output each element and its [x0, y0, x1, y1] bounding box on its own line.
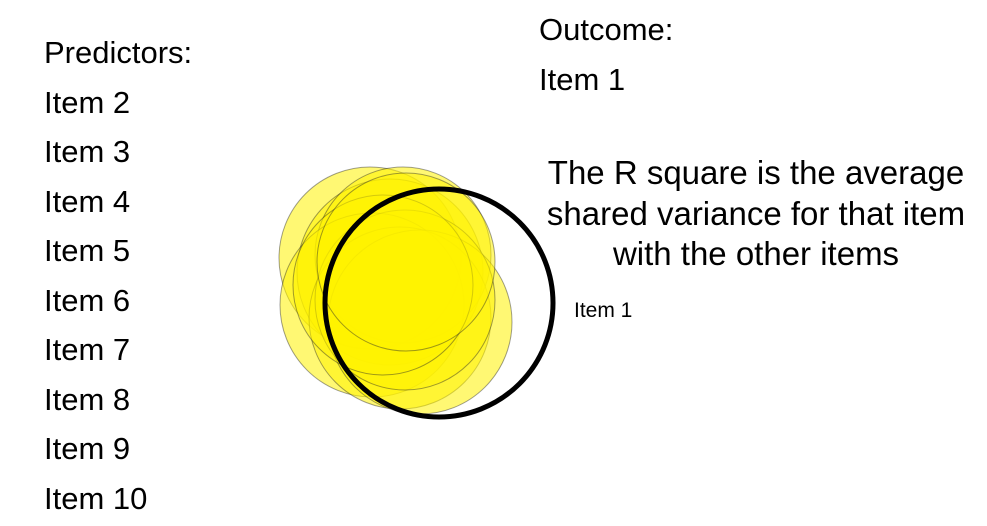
predictor-list: Item 2 Item 3 Item 4 Item 5 Item 6 Item …: [44, 78, 192, 524]
predictor-item: Item 2: [44, 84, 131, 120]
predictor-item: Item 6: [44, 282, 131, 318]
outcome-title: Outcome:: [539, 12, 674, 47]
predictors-title: Predictors:: [44, 35, 193, 70]
predictor-item: Item 10: [44, 480, 148, 516]
predictor-item: Item 5: [44, 233, 131, 268]
predictors-panel: Predictors: Item 2 Item 3 Item 4 Item 5 …: [44, 28, 192, 523]
predictor-item: Item 8: [44, 381, 131, 417]
predictor-circle: [316, 172, 496, 352]
predictor-item: Item 3: [44, 134, 131, 169]
outcome-circle: [322, 186, 556, 420]
predictor-item: Item 9: [44, 431, 131, 466]
predictor-item: Item 7: [44, 332, 131, 367]
predictor-item: Item 4: [44, 183, 131, 219]
predictor-circles: [278, 166, 513, 415]
r-square-explanation: The R square is the average shared varia…: [546, 154, 966, 272]
outcome-panel: Outcome: Item 1: [539, 5, 673, 105]
outcome-circle-label: Item 1: [574, 299, 633, 322]
outcome-item: Item 1: [539, 62, 626, 97]
